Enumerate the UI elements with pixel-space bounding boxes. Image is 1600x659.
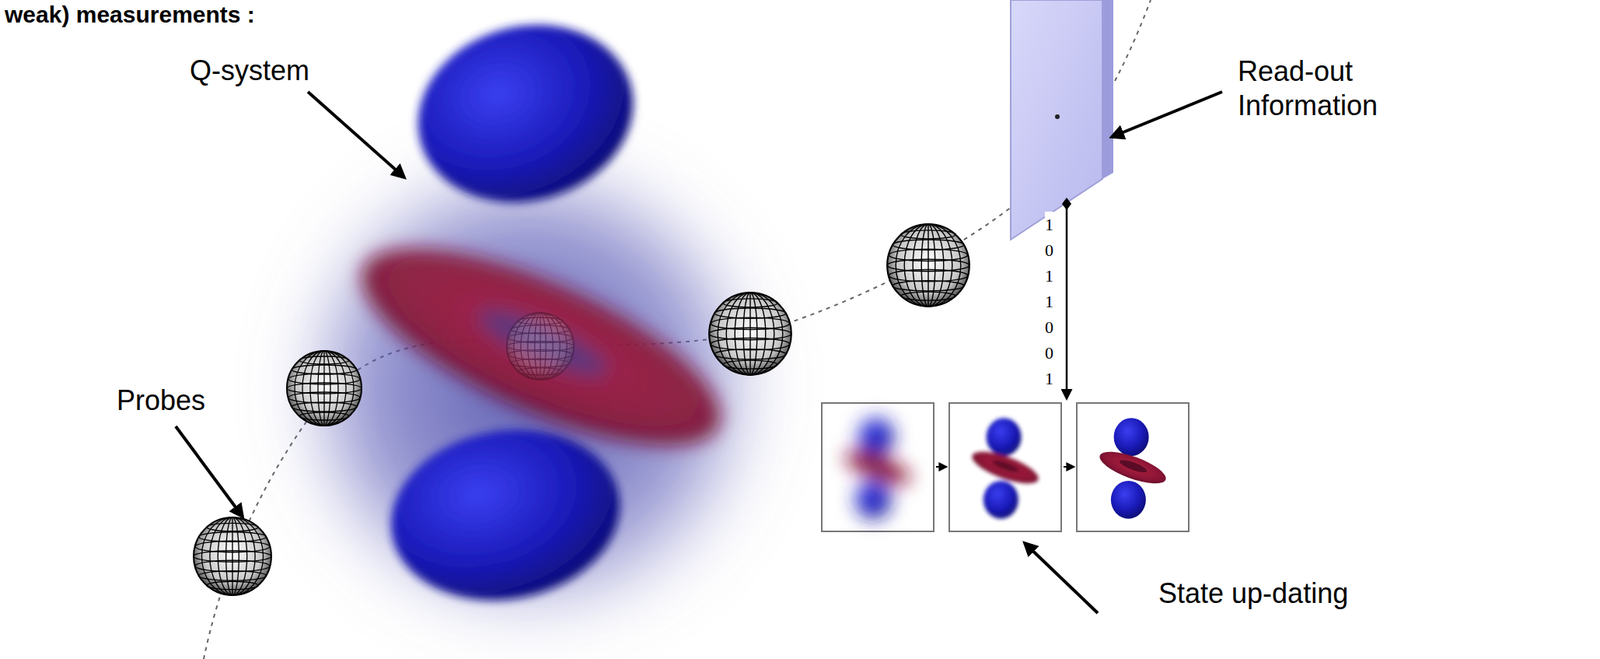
leader-arrow <box>307 91 405 178</box>
data-arrow-tail <box>1062 197 1072 210</box>
state-panel <box>821 402 934 532</box>
leader-arrow <box>1111 91 1223 137</box>
callout-label: Probes <box>116 384 206 417</box>
quantum-system <box>287 1 770 630</box>
callout-label: State up-dating <box>1158 576 1349 610</box>
state-panel <box>949 402 1062 532</box>
probe-sphere <box>887 223 970 307</box>
callout-label: Read-out Information <box>1237 54 1417 123</box>
leader-arrow <box>175 426 243 517</box>
probe-sphere <box>193 517 272 595</box>
heading: weak) measurements : <box>4 1 256 28</box>
probe-sphere <box>286 350 362 426</box>
panel-arrow <box>1063 465 1074 468</box>
probe-trajectory <box>203 0 1151 659</box>
bit-string: 1011001 <box>1044 211 1054 392</box>
leader-arrow <box>1024 542 1098 613</box>
callout-label: Q-system <box>189 54 310 88</box>
detector-plate <box>1010 0 1114 240</box>
data-arrow <box>1065 203 1069 399</box>
panel-arrow <box>936 465 947 468</box>
state-panel <box>1076 402 1189 532</box>
probe-sphere <box>709 292 792 375</box>
